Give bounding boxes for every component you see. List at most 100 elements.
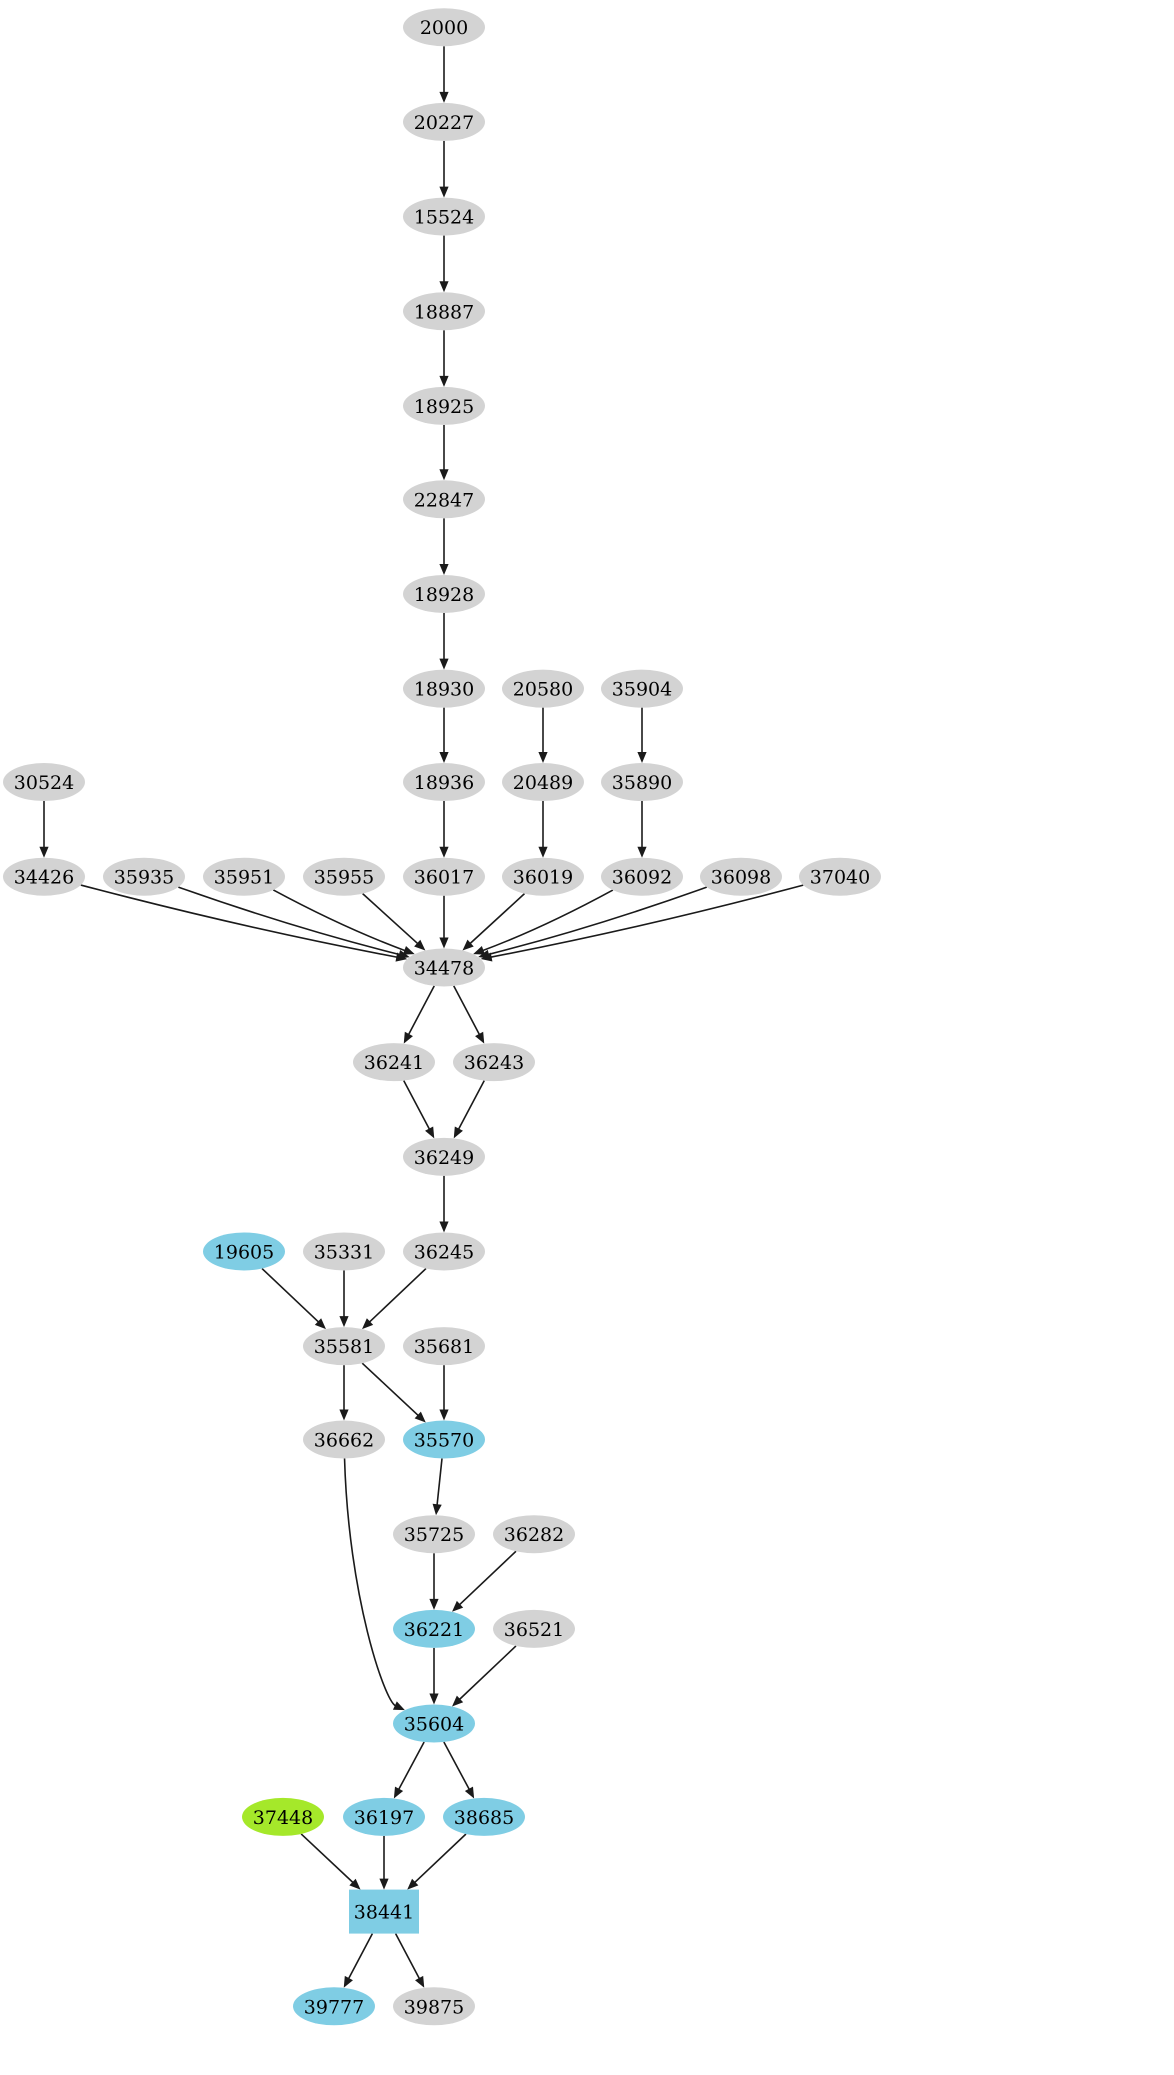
node-label-36019: 36019 bbox=[513, 867, 573, 889]
node-label-35331: 35331 bbox=[314, 1241, 374, 1263]
edge-19605-to-35581 bbox=[261, 1267, 326, 1330]
edge-35725-to-36221 bbox=[429, 1553, 439, 1610]
edge-2000-to-20227 bbox=[439, 46, 449, 103]
node-15524[interactable]: 15524 bbox=[403, 197, 485, 236]
edge-15524-to-18887 bbox=[439, 235, 449, 293]
node-18925[interactable]: 18925 bbox=[403, 386, 485, 425]
node-35681[interactable]: 35681 bbox=[403, 1327, 485, 1366]
edge-36245-to-35581 bbox=[362, 1267, 427, 1330]
node-label-37040: 37040 bbox=[810, 867, 870, 889]
node-label-36092: 36092 bbox=[612, 867, 672, 889]
node-22847[interactable]: 22847 bbox=[403, 480, 485, 519]
node-label-19605: 19605 bbox=[214, 1241, 274, 1263]
node-label-36098: 36098 bbox=[711, 867, 771, 889]
node-37040[interactable]: 37040 bbox=[799, 857, 881, 896]
edge-35681-to-35570 bbox=[439, 1365, 449, 1421]
node-label-36245: 36245 bbox=[414, 1241, 474, 1263]
node-38441[interactable]: 38441 bbox=[349, 1889, 419, 1934]
edge-35581-to-36662 bbox=[339, 1365, 349, 1421]
node-label-39777: 39777 bbox=[304, 1996, 364, 2018]
node-18936[interactable]: 18936 bbox=[403, 763, 485, 802]
node-35904[interactable]: 35904 bbox=[601, 669, 683, 708]
node-label-36249: 36249 bbox=[414, 1147, 474, 1169]
edge-18930-to-18936 bbox=[439, 707, 449, 764]
node-36282[interactable]: 36282 bbox=[493, 1515, 575, 1554]
node-2000[interactable]: 2000 bbox=[403, 8, 485, 47]
node-label-36221: 36221 bbox=[404, 1619, 464, 1641]
node-39777[interactable]: 39777 bbox=[293, 1987, 375, 2026]
node-36521[interactable]: 36521 bbox=[493, 1609, 575, 1648]
node-18930[interactable]: 18930 bbox=[403, 669, 485, 708]
edge-36221-to-35604 bbox=[429, 1647, 439, 1705]
edge-36249-to-36245 bbox=[439, 1175, 449, 1233]
node-35331[interactable]: 35331 bbox=[303, 1232, 385, 1271]
edge-38441-to-39777 bbox=[343, 1933, 374, 1988]
node-label-35725: 35725 bbox=[404, 1524, 464, 1546]
edge-18925-to-22847 bbox=[439, 424, 449, 481]
node-20489[interactable]: 20489 bbox=[502, 763, 584, 802]
edge-18928-to-18930 bbox=[439, 612, 449, 670]
node-30524[interactable]: 30524 bbox=[3, 763, 85, 802]
node-36197[interactable]: 36197 bbox=[343, 1797, 425, 1836]
node-label-34426: 34426 bbox=[14, 867, 74, 889]
node-36243[interactable]: 36243 bbox=[453, 1043, 535, 1082]
node-18887[interactable]: 18887 bbox=[403, 292, 485, 331]
node-label-15524: 15524 bbox=[414, 207, 474, 229]
node-38685[interactable]: 38685 bbox=[443, 1797, 525, 1836]
node-39875[interactable]: 39875 bbox=[393, 1987, 475, 2026]
node-label-18930: 18930 bbox=[414, 679, 474, 701]
node-label-35570: 35570 bbox=[414, 1430, 474, 1452]
edge-18936-to-36017 bbox=[439, 801, 449, 858]
node-label-35581: 35581 bbox=[314, 1336, 374, 1358]
edge-18887-to-18925 bbox=[439, 330, 449, 387]
node-label-38685: 38685 bbox=[454, 1807, 514, 1829]
edge-36662-to-35604 bbox=[343, 1458, 405, 1711]
edge-22847-to-18928 bbox=[439, 518, 449, 575]
node-36245[interactable]: 36245 bbox=[403, 1232, 485, 1271]
edge-37040-to-34478 bbox=[480, 884, 804, 962]
node-35581[interactable]: 35581 bbox=[303, 1327, 385, 1366]
node-35725[interactable]: 35725 bbox=[393, 1515, 475, 1554]
node-36221[interactable]: 36221 bbox=[393, 1609, 475, 1648]
node-35935[interactable]: 35935 bbox=[103, 857, 185, 896]
node-35890[interactable]: 35890 bbox=[601, 763, 683, 802]
edge-38685-to-38441 bbox=[407, 1833, 467, 1890]
edge-30524-to-34426 bbox=[39, 801, 49, 858]
node-35951[interactable]: 35951 bbox=[203, 857, 285, 896]
edge-35935-to-34478 bbox=[178, 886, 410, 959]
node-36662[interactable]: 36662 bbox=[303, 1420, 385, 1459]
edge-36197-to-38441 bbox=[379, 1835, 389, 1890]
edge-36019-to-34478 bbox=[462, 893, 526, 951]
node-label-36662: 36662 bbox=[314, 1430, 374, 1452]
node-label-36243: 36243 bbox=[464, 1052, 524, 1074]
node-label-20489: 20489 bbox=[513, 772, 573, 794]
node-19605[interactable]: 19605 bbox=[203, 1232, 285, 1271]
node-label-20227: 20227 bbox=[414, 112, 474, 134]
edge-35904-to-35890 bbox=[637, 707, 647, 764]
edge-35570-to-35725 bbox=[432, 1458, 443, 1516]
node-20227[interactable]: 20227 bbox=[403, 102, 485, 141]
edge-36098-to-34478 bbox=[478, 886, 708, 959]
node-35955[interactable]: 35955 bbox=[303, 857, 385, 896]
node-34478[interactable]: 34478 bbox=[403, 948, 485, 987]
node-35604[interactable]: 35604 bbox=[393, 1704, 475, 1743]
node-36098[interactable]: 36098 bbox=[700, 857, 782, 896]
node-18928[interactable]: 18928 bbox=[403, 574, 485, 613]
node-label-30524: 30524 bbox=[14, 772, 74, 794]
edge-36243-to-36249 bbox=[453, 1080, 485, 1139]
node-35570[interactable]: 35570 bbox=[403, 1420, 485, 1459]
node-36249[interactable]: 36249 bbox=[403, 1137, 485, 1176]
edge-35604-to-36197 bbox=[393, 1741, 425, 1799]
node-36019[interactable]: 36019 bbox=[502, 857, 584, 896]
node-36092[interactable]: 36092 bbox=[601, 857, 683, 896]
node-36017[interactable]: 36017 bbox=[403, 857, 485, 896]
node-37448[interactable]: 37448 bbox=[242, 1797, 324, 1836]
node-label-38441: 38441 bbox=[354, 1902, 414, 1924]
node-36241[interactable]: 36241 bbox=[353, 1043, 435, 1082]
node-34426[interactable]: 34426 bbox=[3, 857, 85, 896]
edge-37448-to-38441 bbox=[300, 1833, 361, 1890]
node-label-22847: 22847 bbox=[414, 489, 474, 511]
node-20580[interactable]: 20580 bbox=[502, 669, 584, 708]
node-label-35681: 35681 bbox=[414, 1336, 474, 1358]
